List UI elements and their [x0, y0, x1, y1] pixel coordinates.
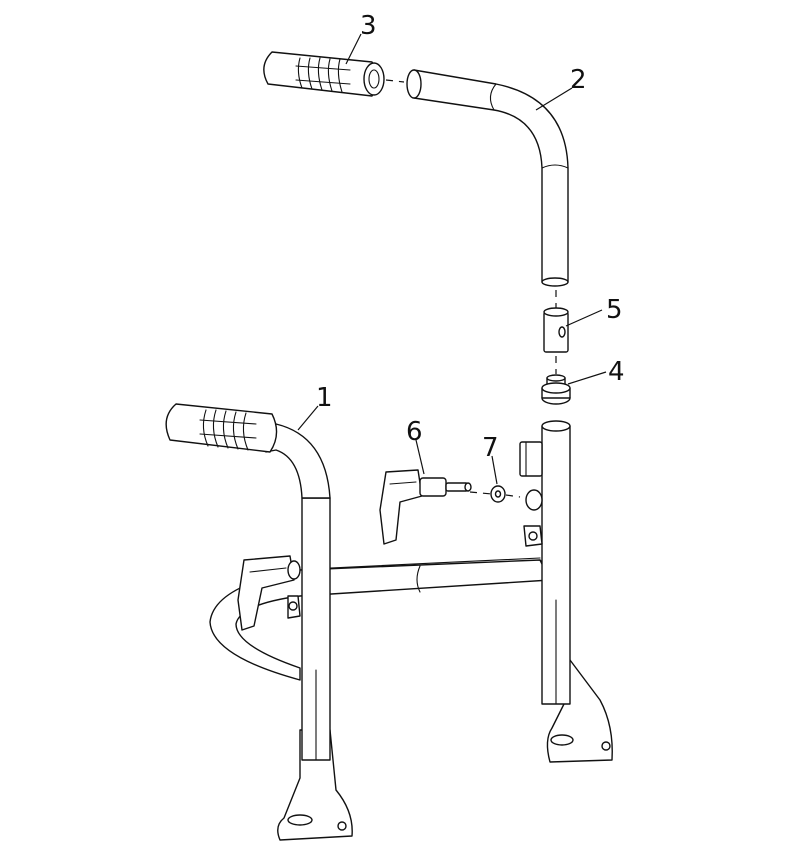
callout-7: 7 — [482, 433, 499, 463]
bushing-part-4 — [541, 374, 571, 405]
callout-5: 5 — [606, 295, 623, 325]
callout-4: 4 — [608, 357, 625, 387]
hand-grip-part-3 — [263, 51, 385, 97]
connector-insert-part-5 — [543, 307, 569, 353]
right-lower-tube — [519, 420, 613, 763]
callout-1: 1 — [316, 383, 333, 413]
left-frame-part-1 — [165, 403, 353, 841]
washer-part-7 — [490, 485, 506, 503]
leader-lines — [297, 33, 607, 485]
assembly-lines — [385, 79, 557, 498]
upper-bent-tube-part-2 — [406, 69, 569, 287]
callout-2: 2 — [570, 65, 587, 95]
callout-labels: 3 2 5 4 1 6 7 — [316, 11, 625, 463]
callout-3: 3 — [360, 11, 377, 41]
callout-6: 6 — [406, 417, 423, 447]
lever-pin-part-6 — [379, 469, 472, 545]
